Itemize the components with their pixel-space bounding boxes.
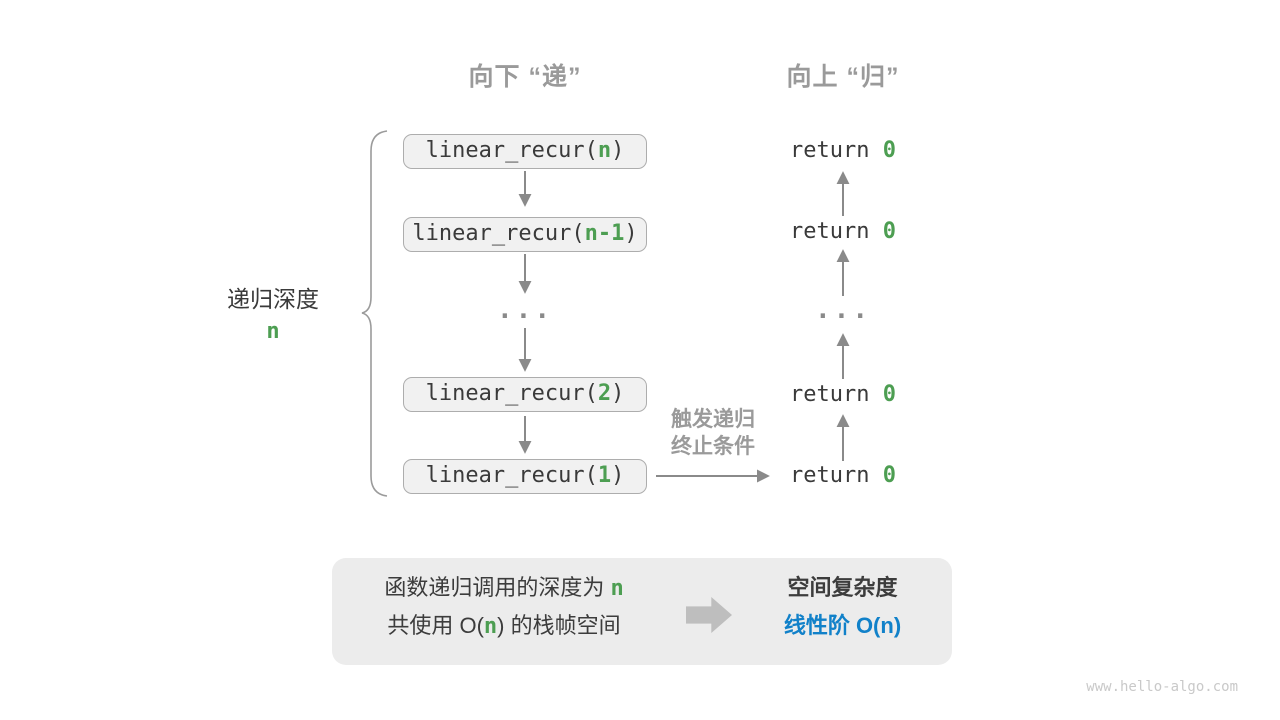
depth-label: 递归深度 xyxy=(227,286,319,312)
call-ellipsis: ... xyxy=(497,295,553,325)
header-ascend: 向上 “归” xyxy=(786,63,900,91)
return-label-3: return 0 xyxy=(790,382,896,407)
return-label-1: return 0 xyxy=(790,138,896,163)
call-box-2: linear_recur(2) xyxy=(403,377,647,412)
call-box-n: linear_recur(n) xyxy=(403,134,647,169)
summary-result-title: 空间复杂度 xyxy=(787,575,898,600)
return-label-4: return 0 xyxy=(790,463,896,488)
depth-brace xyxy=(361,130,388,497)
header-descend: 向下 “递” xyxy=(468,63,582,91)
complexity-summary-box xyxy=(332,558,952,665)
summary-result-value: 线性阶 O(n) xyxy=(783,613,902,638)
summary-line-2: 共使用 O(n) 的栈帧空间 xyxy=(387,613,621,639)
return-ellipsis: ... xyxy=(815,295,871,325)
call-box-n-1: linear_recur(n-1) xyxy=(403,217,647,252)
summary-line-1: 函数递归调用的深度为 n xyxy=(384,575,624,601)
watermark: www.hello-algo.com xyxy=(1086,679,1238,695)
depth-value: n xyxy=(266,319,280,344)
call-box-1: linear_recur(1) xyxy=(403,459,647,494)
return-label-2: return 0 xyxy=(790,219,896,244)
base-case-trigger-label: 触发递归 终止条件 xyxy=(671,408,755,458)
